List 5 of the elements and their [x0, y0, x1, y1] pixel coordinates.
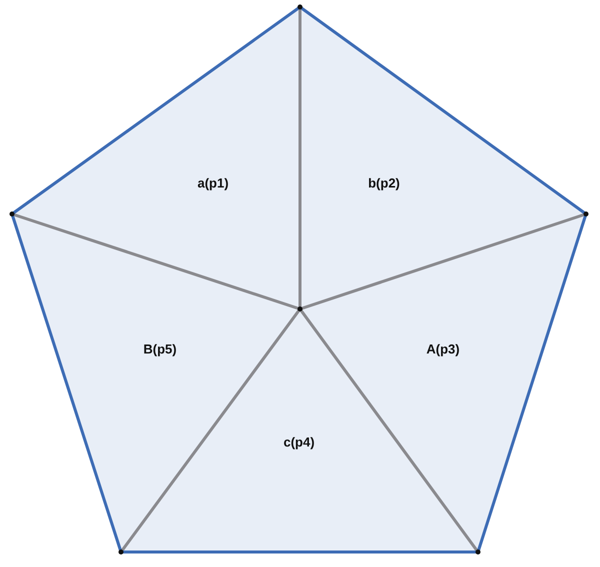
region-label: A(p3): [426, 342, 460, 356]
region-label: c(p4): [283, 434, 315, 450]
region-label: B(p5): [143, 342, 177, 356]
region-label: b(p2): [368, 176, 400, 190]
region-label: a(p1): [197, 176, 229, 190]
